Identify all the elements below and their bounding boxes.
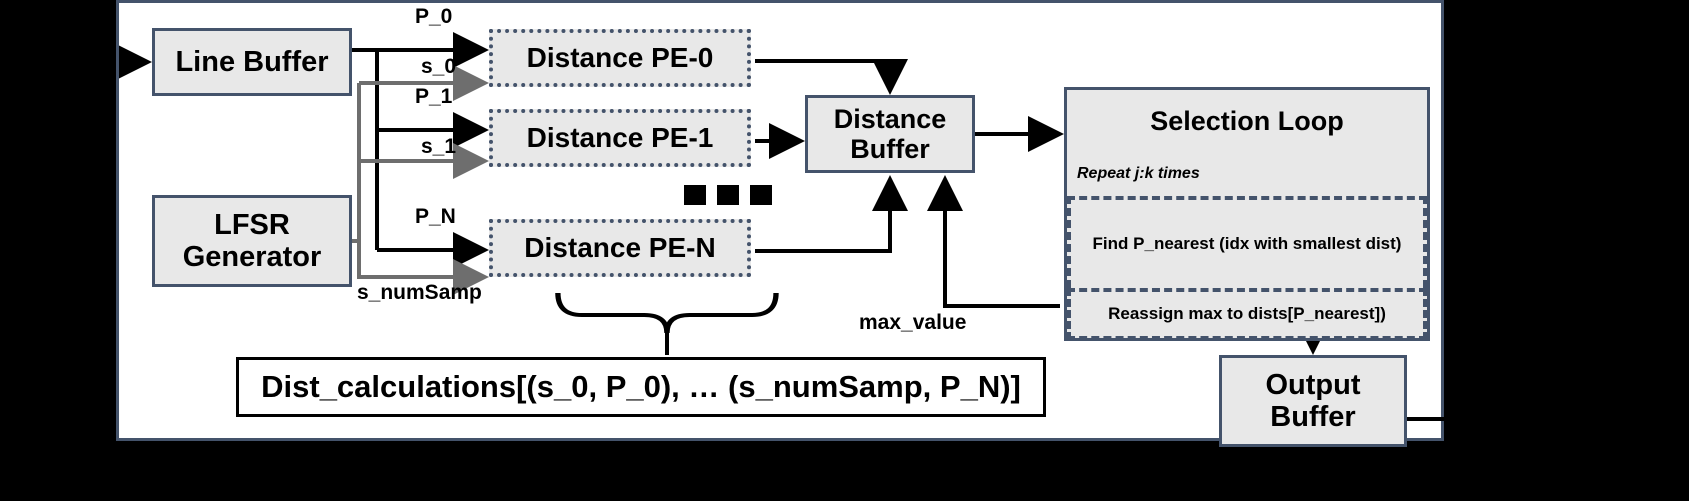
lfsr-label-line2: Generator — [182, 241, 322, 273]
pe0-label: Distance PE-0 — [526, 42, 714, 74]
output-buffer-label-line2: Buffer — [1270, 401, 1356, 433]
block-output-buffer[interactable]: Output Buffer — [1219, 355, 1407, 447]
signal-label-pn: P_N — [415, 205, 456, 228]
peN-label: Distance PE-N — [524, 232, 716, 264]
signal-label-max-value: max_value — [859, 311, 967, 334]
pe1-label: Distance PE-1 — [526, 122, 714, 154]
selection-loop-step-reassign: Reassign max to dists[P_nearest]) — [1067, 288, 1427, 340]
signal-label-s-numsamp: s_numSamp — [357, 281, 482, 304]
selection-loop-step-find: Find P_nearest (idx with smallest dist) — [1067, 196, 1427, 288]
block-distance-pe-0[interactable]: Distance PE-0 — [489, 29, 751, 87]
lfsr-label-line1: LFSR — [214, 208, 290, 241]
block-lfsr-generator[interactable]: LFSR Generator — [152, 195, 352, 287]
block-distance-buffer[interactable]: Distance Buffer — [805, 95, 975, 173]
selection-loop-repeat: Repeat j:k times — [1077, 165, 1200, 183]
signal-label-s1: s_1 — [421, 135, 457, 158]
signal-label-p1: P_1 — [415, 85, 453, 108]
dist-calculations-label: Dist_calculations[(s_0, P_0), … (s_numSa… — [261, 368, 1021, 404]
line-buffer-label: Line Buffer — [175, 45, 329, 78]
diagram-canvas: Line Buffer LFSR Generator Distance PE-0… — [116, 0, 1444, 447]
signal-label-s0: s_0 — [421, 55, 457, 78]
distance-buffer-label-line2: Buffer — [850, 134, 930, 164]
distance-buffer-label-line1: Distance — [833, 103, 947, 134]
signal-label-p0: P_0 — [415, 5, 453, 28]
output-buffer-label-line1: Output — [1265, 368, 1361, 401]
block-distance-pe-1[interactable]: Distance PE-1 — [489, 109, 751, 167]
block-distance-pe-n[interactable]: Distance PE-N — [489, 219, 751, 277]
three-square-ellipsis-icon — [684, 185, 772, 205]
block-selection-loop[interactable]: Selection Loop Repeat j:k times Find P_n… — [1064, 87, 1430, 341]
block-dist-calculations[interactable]: Dist_calculations[(s_0, P_0), … (s_numSa… — [236, 357, 1046, 417]
selection-loop-title: Selection Loop — [1150, 105, 1344, 136]
block-line-buffer[interactable]: Line Buffer — [152, 28, 352, 96]
